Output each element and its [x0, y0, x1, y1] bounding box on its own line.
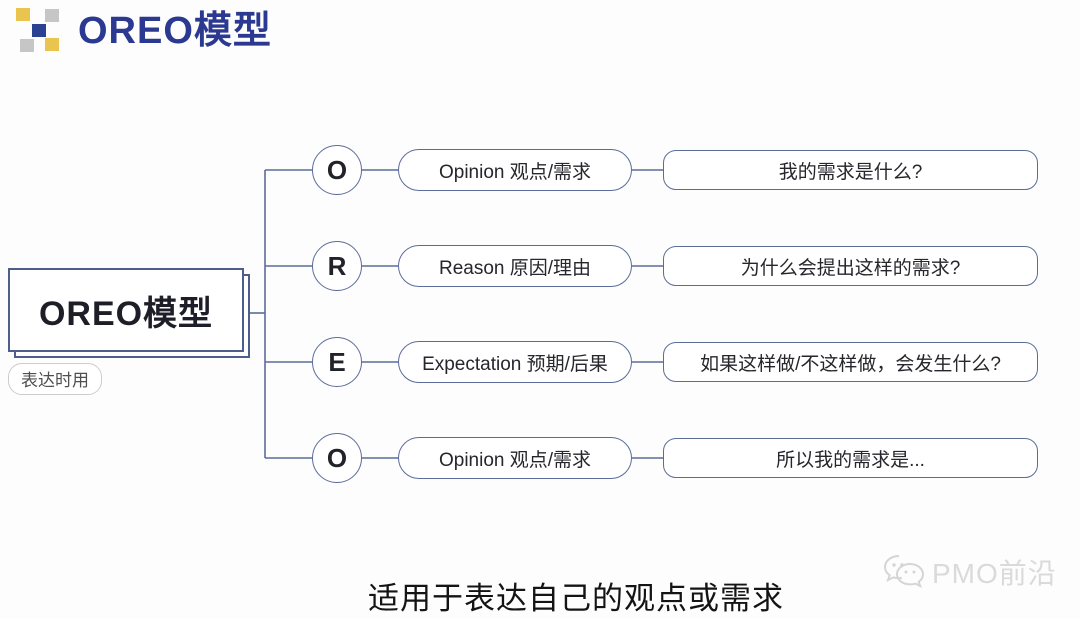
logo-square-gray-tr: [45, 9, 59, 22]
wechat-chat-bubbles-icon: [883, 555, 925, 589]
question-box: 我的需求是什么?: [663, 150, 1038, 190]
root-node-title: OREO模型: [38, 294, 214, 333]
letter-badge: O: [312, 433, 362, 483]
branch-label: Expectation 预期/后果: [398, 341, 632, 383]
question-box: 为什么会提出这样的需求?: [663, 246, 1038, 286]
watermark-text: PMO前沿: [932, 558, 1057, 589]
header: OREO模型: [16, 8, 272, 54]
page-title: OREO模型: [78, 10, 272, 52]
logo-square-yellow-tl: [16, 8, 30, 21]
watermark: PMO前沿: [882, 552, 1057, 592]
letter-badge: R: [312, 241, 362, 291]
logo-square-yellow-br: [45, 38, 59, 51]
four-color-squares-logo-icon: [16, 8, 62, 54]
root-node-tag: 表达时用: [8, 363, 102, 395]
letter-badge: E: [312, 337, 362, 387]
branch-label: Opinion 观点/需求: [398, 149, 632, 191]
root-node: OREO模型: [8, 268, 244, 352]
letter-badge: O: [312, 145, 362, 195]
question-box: 如果这样做/不这样做，会发生什么?: [663, 342, 1038, 382]
branch-label: Opinion 观点/需求: [398, 437, 632, 479]
branch-label: Reason 原因/理由: [398, 245, 632, 287]
caption: 适用于表达自己的观点或需求: [368, 581, 784, 616]
logo-square-gray-bl: [20, 39, 34, 52]
logo-square-blue-center: [32, 24, 46, 37]
question-box: 所以我的需求是...: [663, 438, 1038, 478]
